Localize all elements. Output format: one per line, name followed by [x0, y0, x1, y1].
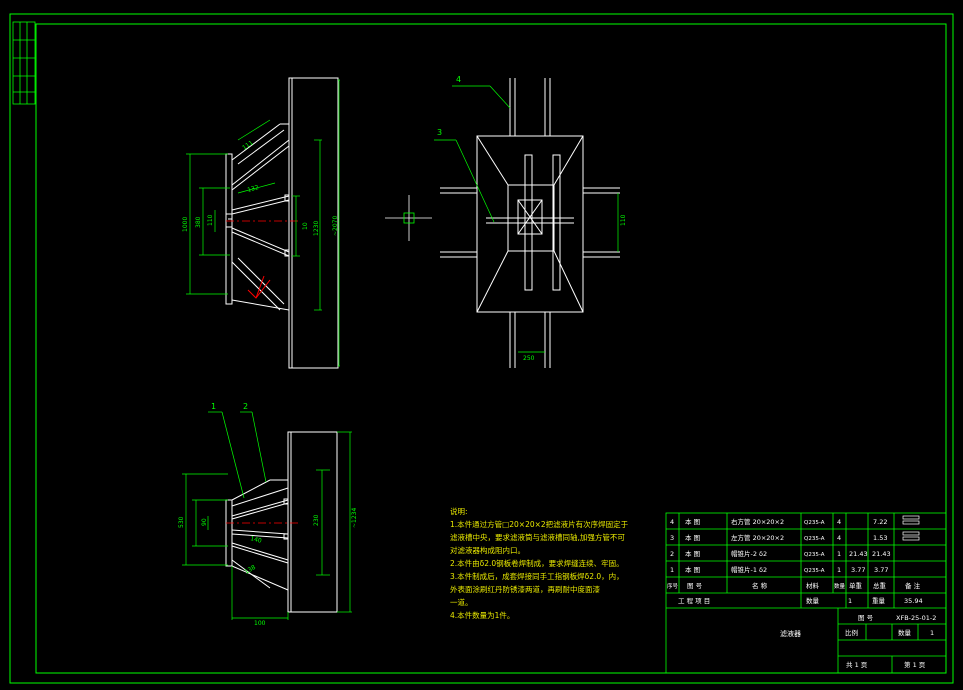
callout-2: 2	[243, 402, 248, 411]
callout-1: 1	[211, 402, 216, 411]
plan-center-mark	[385, 195, 432, 241]
note-line: 4.本件数量为1件。	[450, 611, 515, 620]
bom-header-total: 总重	[873, 581, 887, 590]
bom-row-3-name: 左方管 20×20×2	[731, 533, 784, 542]
bom-row-4-name: 右方管 20×20×2	[731, 517, 784, 526]
bom-table-text: 4 本 图 右方管 20×20×2 Q235-A 4 7.22 3 本 图 左方…	[667, 517, 936, 669]
bom-row-1-qty: 1	[837, 566, 841, 574]
bom-row-3-no: 3	[670, 534, 674, 542]
bom-row-3-code: 本 图	[685, 533, 700, 542]
bom-row-2-no: 2	[670, 550, 674, 558]
bom-table-grid	[665, 512, 947, 674]
dim-250: 250	[523, 355, 535, 362]
bom-remark-symbols	[902, 515, 920, 541]
bom-row-1-unit: 3.77	[851, 566, 865, 574]
note-line: 一道。	[450, 598, 473, 607]
qty-label: 数量	[806, 596, 820, 605]
dim-380: 380	[195, 216, 202, 228]
dim-138: 138	[244, 564, 258, 576]
bom-row-3-qty: 4	[837, 534, 841, 542]
margin-stamp-grid	[12, 21, 36, 105]
dim-2070: ~2070	[332, 216, 339, 236]
part-name: 滤液器	[780, 629, 801, 638]
sheet-value: 1	[930, 629, 934, 637]
total-sheets: 共 1 页	[846, 660, 868, 669]
callout-4: 4	[456, 75, 461, 84]
dim-132: 132	[247, 184, 260, 194]
dim-530: 530	[178, 516, 185, 528]
bom-row-4-material: Q235-A	[804, 520, 825, 526]
bom-row-1-code: 本 图	[685, 565, 700, 574]
bom-row-2-total: 21.43	[872, 550, 891, 558]
bom-header-unit: 单重	[849, 581, 863, 590]
bom-row-1-name: 帽锥片-1 δ2	[731, 565, 767, 574]
dim-140: 140	[250, 535, 263, 545]
bom-header-qty: 数量	[834, 582, 846, 590]
weight-label: 重量	[872, 597, 886, 605]
bom-row-4-code: 本 图	[685, 517, 700, 526]
dim-111: 111	[241, 139, 255, 151]
note-line: 对滤液器构成阻内口。	[450, 546, 525, 555]
bom-header-code: 图 号	[687, 582, 703, 590]
note-line: 外表面涂刷红丹防锈漆两道，再刷耐中度面漆	[450, 585, 600, 594]
dim-1000: 1000	[182, 217, 189, 232]
dim-1234: ~1234	[351, 508, 358, 528]
bom-row-1-total: 3.77	[874, 566, 888, 574]
plan-labels: 4 3 110 250	[437, 75, 627, 362]
bom-row-1-no: 1	[670, 566, 674, 574]
bottom-dimensions	[182, 411, 352, 620]
plan-view	[440, 78, 620, 368]
bom-header-name: 名 称	[752, 581, 768, 590]
front-weld-symbol	[247, 275, 271, 299]
bottom-labels: 1 2 530 90 230 140 138 ~1234 100	[178, 402, 358, 627]
bottom-section-view	[225, 431, 338, 613]
bom-header-remark: 备 注	[905, 581, 921, 590]
bom-header-material: 材料	[806, 581, 820, 590]
bom-row-1-material: Q235-A	[804, 568, 825, 574]
bom-row-2-material: Q235-A	[804, 552, 825, 558]
dim-110-front: 110	[207, 214, 214, 226]
bom-row-2-name: 帽锥片-2 δ2	[731, 549, 767, 558]
scale-label: 比例	[845, 628, 858, 637]
drawing-no: XFB-25-01-2	[896, 614, 936, 622]
plan-dimensions	[434, 85, 619, 353]
qty-value: 1	[848, 597, 852, 605]
sheet-label: 数量	[898, 628, 912, 637]
bom-row-3-material: Q235-A	[804, 536, 825, 542]
front-dimensions	[186, 79, 340, 367]
bom-row-4-no: 4	[670, 518, 674, 526]
drawing-frame	[9, 13, 954, 684]
note-line: 1.本件通过方管□20×20×2把滤液片有次序焊固定于	[450, 520, 629, 529]
note-line: 2.本件由δ2.0钢板卷焊制成，要求焊缝连续、牢固。	[450, 559, 624, 568]
dim-1230: 1230	[313, 221, 320, 236]
drawing-no-label: 图 号	[858, 614, 874, 622]
dim-110-plan: 110	[620, 214, 627, 226]
bom-row-2-qty: 1	[837, 550, 841, 558]
technical-notes: 说明: 1.本件通过方管□20×20×2把滤液片有次序焊固定于 滤液槽中央，要求…	[450, 505, 665, 622]
dim-90: 90	[201, 518, 208, 526]
bom-header-no: 序号	[667, 582, 679, 590]
this-sheet: 第 1 页	[904, 660, 926, 669]
notes-title: 说明:	[450, 507, 468, 516]
bom-row-4-total: 7.22	[873, 518, 887, 526]
bom-row-2-unit: 21.43	[849, 550, 868, 558]
front-section-view	[225, 77, 339, 369]
dim-230: 230	[313, 514, 320, 526]
project-label: 工 程 项 目	[678, 596, 710, 605]
note-line: 滤液槽中央，要求滤液筒与滤液槽同轴,加强方管不可	[450, 533, 625, 542]
bom-row-2-code: 本 图	[685, 549, 700, 558]
bom-row-4-qty: 4	[837, 518, 841, 526]
dim-10: 10	[302, 222, 309, 230]
callout-3: 3	[437, 128, 442, 137]
dim-100: 100	[254, 620, 266, 627]
weight-value: 35.94	[904, 597, 923, 605]
bom-row-3-total: 1.53	[873, 534, 887, 542]
note-line: 3.本件制成后，成套焊接同手工指钢板焊δ2.0，内，	[450, 572, 624, 581]
